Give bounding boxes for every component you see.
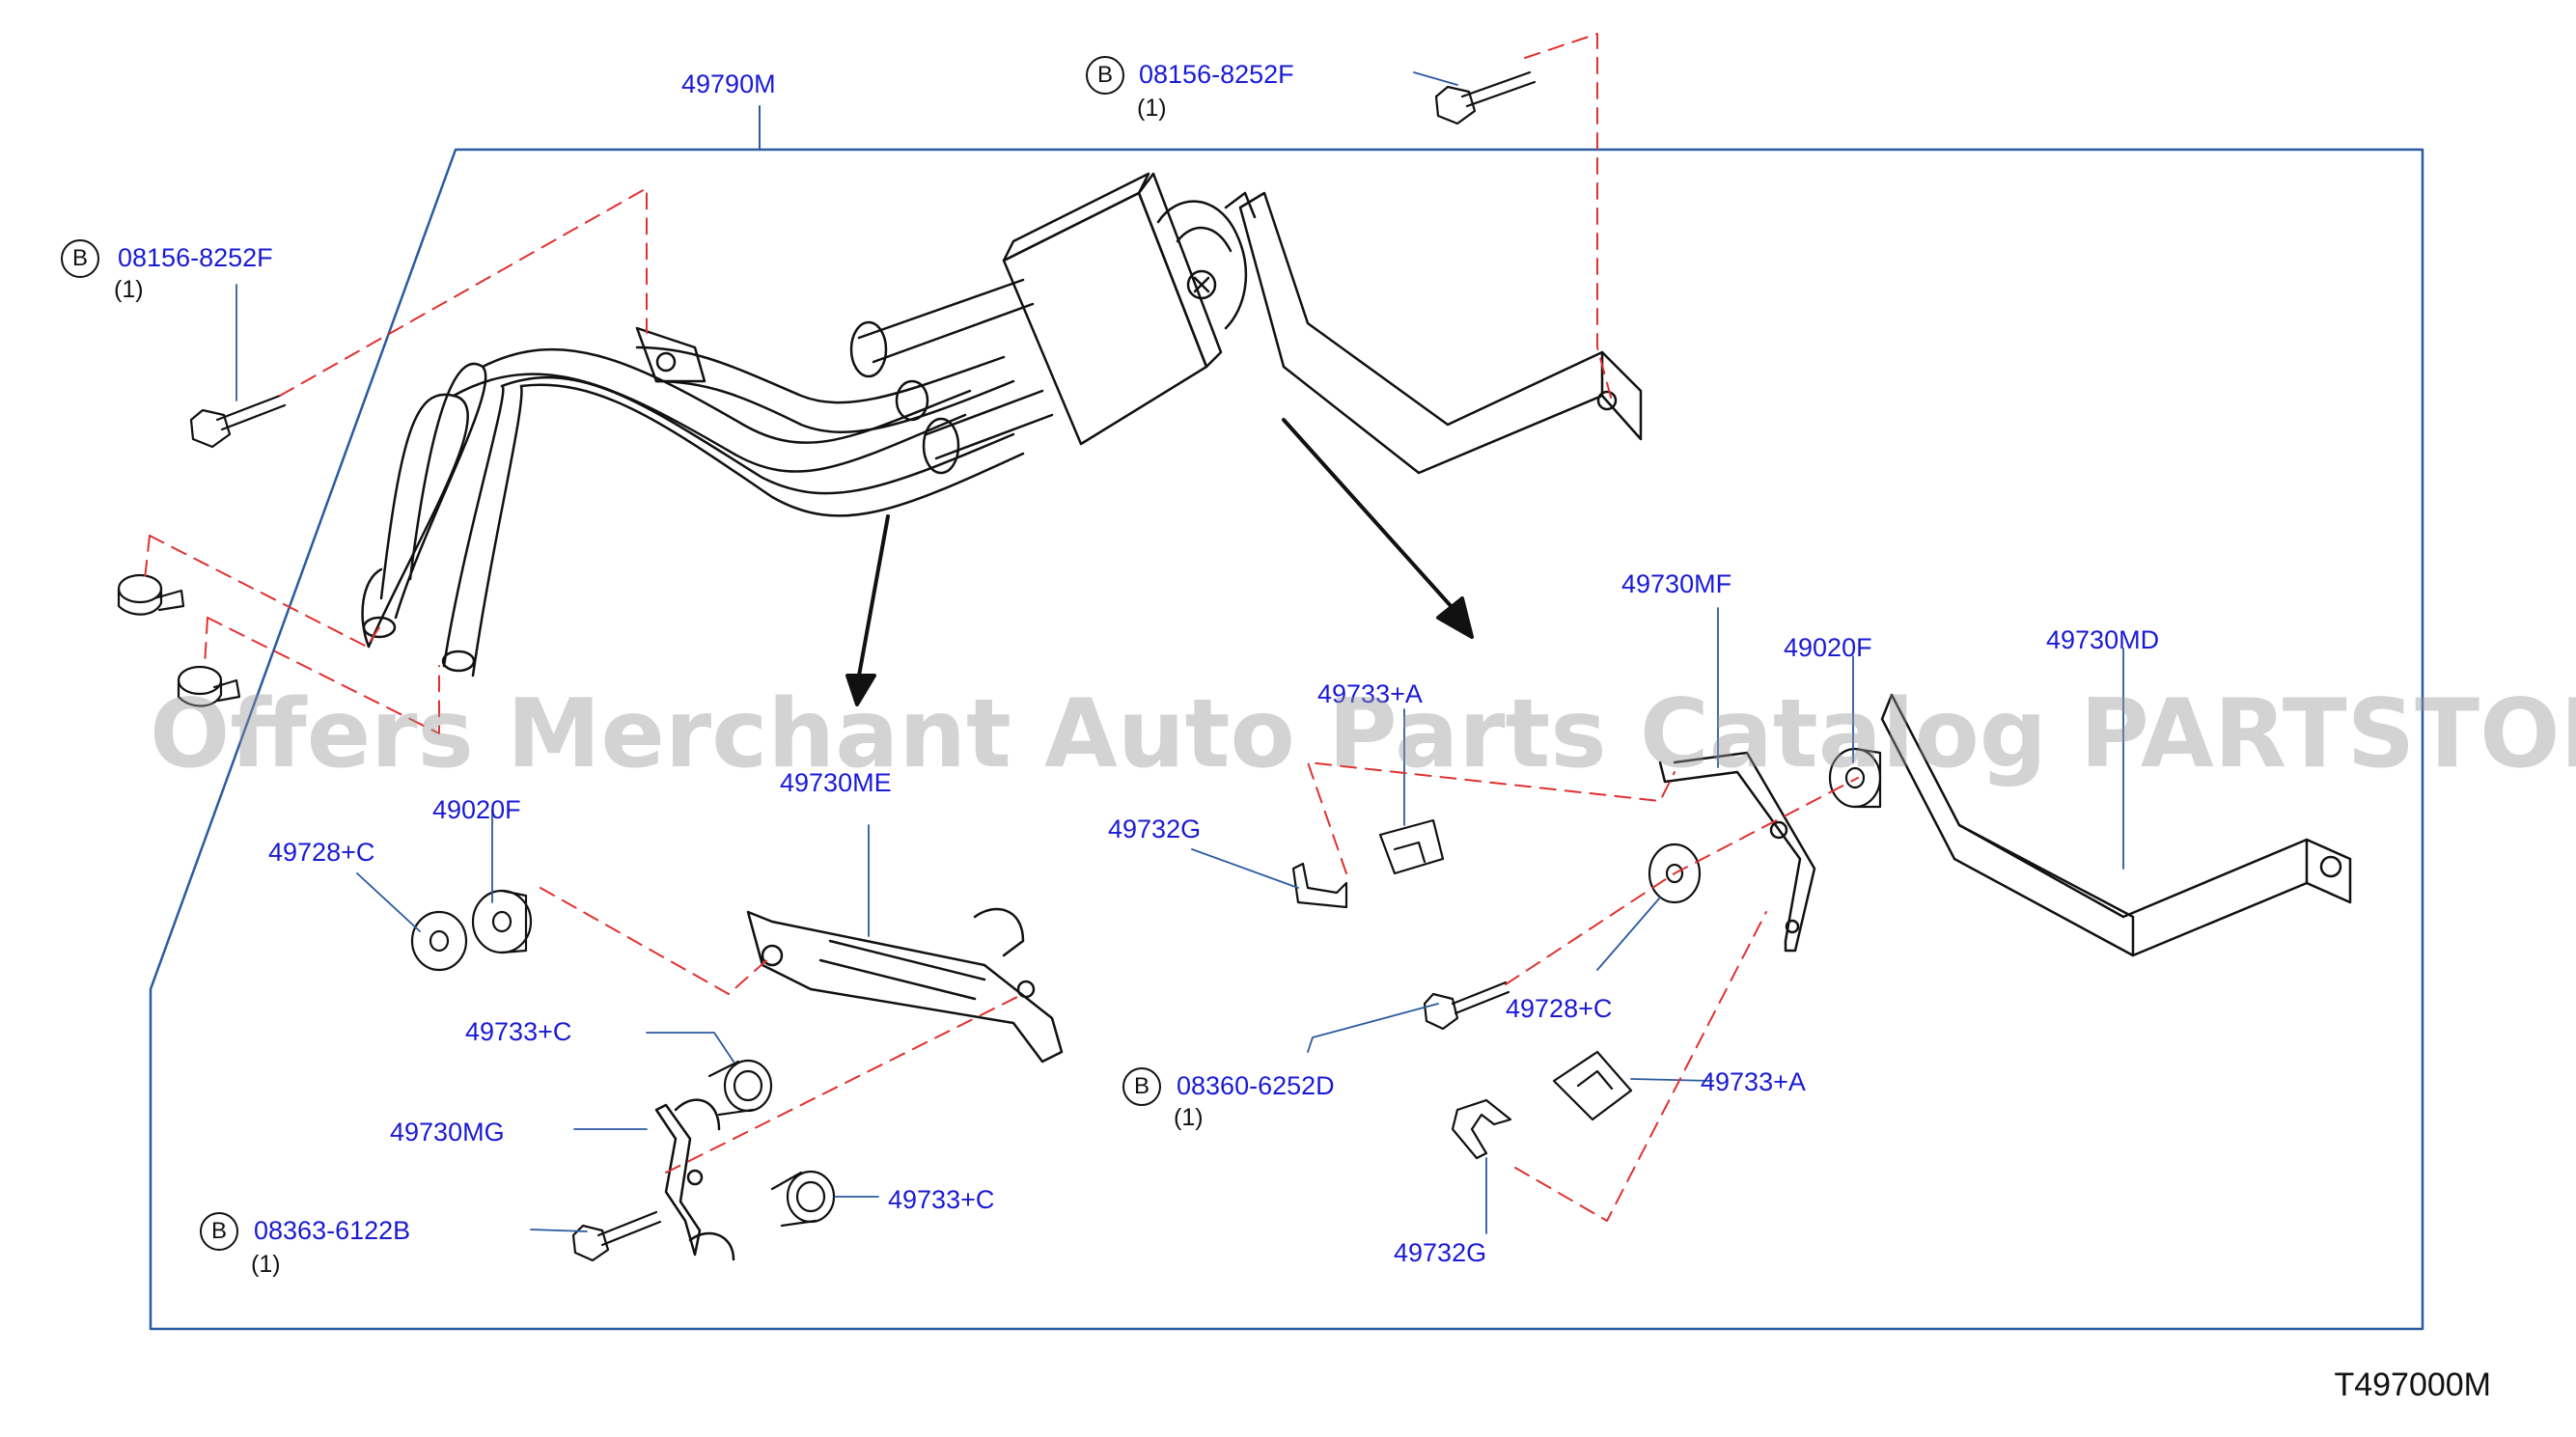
watermark-text: Offers Merchant Auto Parts Catalog PARTS… — [150, 679, 2576, 789]
bolt-drawings — [189, 70, 1537, 1262]
qty-bolt-bottom: (1) — [251, 1251, 281, 1278]
label-bolt-left[interactable]: 08156-8252F — [118, 243, 273, 272]
bolt-marker-mid: B — [1122, 1067, 1161, 1106]
label-bracket-mf[interactable]: 49730MF — [1621, 569, 1732, 598]
label-washer-c-left[interactable]: 49728+C — [268, 838, 375, 867]
assembly-dashed-lines — [144, 33, 1859, 1222]
bracket-49730MF — [1658, 751, 1816, 953]
pipe-junction-block — [1002, 172, 1257, 446]
direction-arrows — [845, 418, 1474, 706]
clamps-clips-right — [1291, 818, 1633, 1160]
label-washer-c-right[interactable]: 49728+C — [1506, 994, 1613, 1023]
bracket-49730MG — [654, 1098, 735, 1261]
label-bushing-f-right[interactable]: 49020F — [1784, 633, 1872, 662]
label-bracket-mg[interactable]: 49730MG — [390, 1118, 505, 1147]
label-clip-g-lower[interactable]: 49732G — [1394, 1238, 1487, 1267]
qty-bolt-left: (1) — [114, 276, 144, 303]
hose-clamps — [117, 573, 241, 707]
qty-bolt-top: (1) — [1137, 95, 1167, 122]
label-bracket-me[interactable]: 49730ME — [780, 768, 892, 797]
bracket-49730MD — [1880, 693, 2352, 957]
diagram-reference: T497000M — [2334, 1367, 2491, 1403]
label-clip-g-upper[interactable]: 49732G — [1108, 815, 1202, 843]
bolt-marker-left: B — [61, 239, 99, 278]
bracket-49730ME — [746, 907, 1064, 1064]
label-bolt-mid[interactable]: 08360-6252D — [1177, 1071, 1335, 1100]
leader-lines — [235, 71, 2124, 1234]
assembly-bracket — [1238, 191, 1643, 475]
label-bushing-f-left[interactable]: 49020F — [432, 795, 521, 824]
label-clamp-a-upper[interactable]: 49733+A — [1317, 679, 1423, 708]
washers-bushings — [410, 747, 1882, 972]
label-clamp-c-lower[interactable]: 49733+C — [888, 1185, 995, 1214]
label-clamp-c-upper[interactable]: 49733+C — [465, 1017, 572, 1046]
qty-bolt-mid: (1) — [1174, 1104, 1204, 1131]
label-bolt-bottom[interactable]: 08363-6122B — [254, 1216, 411, 1245]
heat-exchanger-pipes — [361, 278, 1054, 677]
bolt-marker-top: B — [1086, 56, 1124, 95]
label-clamp-a-lower[interactable]: 49733+A — [1701, 1067, 1806, 1096]
bolt-marker-bottom: B — [200, 1212, 238, 1251]
assembly-frame — [149, 148, 2424, 1331]
clamps-49733C — [707, 1059, 836, 1228]
label-bolt-top[interactable]: 08156-8252F — [1139, 60, 1294, 89]
label-main-assembly[interactable]: 49790M — [681, 69, 776, 98]
label-bracket-md[interactable]: 49730MD — [2046, 625, 2160, 654]
